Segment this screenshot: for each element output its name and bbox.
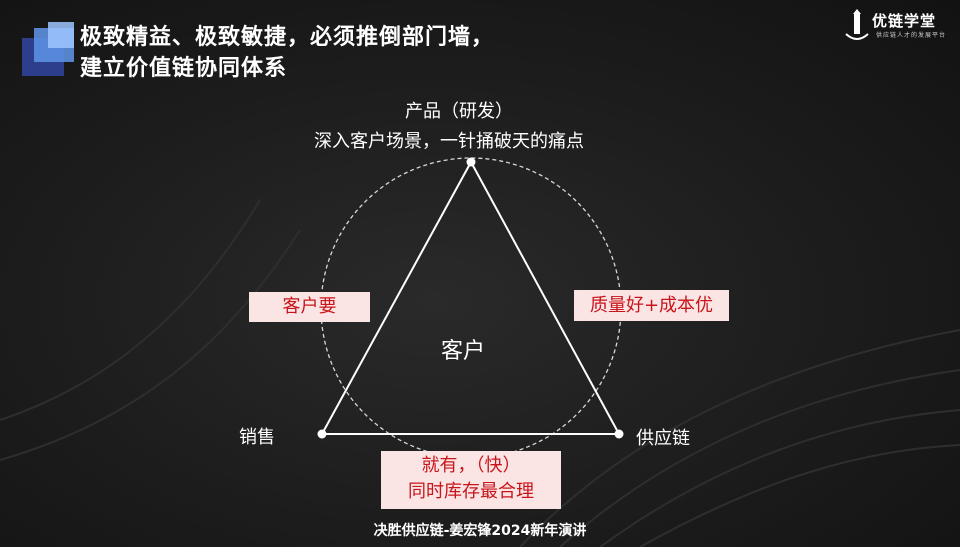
top-label: 产品（研发） — [405, 101, 513, 122]
right-box: 质量好+成本优 — [574, 290, 729, 321]
title-line-2: 建立价值链协同体系 — [80, 56, 288, 81]
logo-name: 优链学堂 — [872, 12, 937, 30]
vertex-left — [317, 429, 327, 439]
vertex-right — [614, 429, 624, 439]
lighthouse-logo-icon — [845, 9, 869, 40]
left-box: 客户要 — [249, 292, 370, 322]
brand-logo: 优链学堂 供应链人才的发展平台 — [840, 6, 950, 46]
footer-caption: 决胜供应链-姜宏锋2024新年演讲 — [373, 523, 587, 539]
top-sublabel: 深入客户场景，一针捅破天的痛点 — [314, 131, 584, 152]
left-label: 销售 — [239, 427, 275, 448]
bottom-box-line-2: 同时库存最合理 — [408, 481, 534, 502]
logo-tagline: 供应链人才的发展平台 — [876, 32, 947, 39]
right-label: 供应链 — [636, 428, 690, 449]
triangle — [320, 159, 621, 435]
bottom-box-line-1: 就有，（快） — [421, 455, 521, 476]
vertex-top — [466, 157, 476, 167]
page-title: 极致精益、极致敏捷，必须推倒部门墙， 建立价值链协同体系 — [80, 22, 494, 84]
title-line-1: 极致精益、极致敏捷，必须推倒部门墙， — [80, 25, 495, 50]
decor-square-light — [48, 22, 74, 48]
bottom-box: 就有，（快） 同时库存最合理 — [381, 451, 561, 509]
center-label: 客户 — [441, 339, 486, 364]
